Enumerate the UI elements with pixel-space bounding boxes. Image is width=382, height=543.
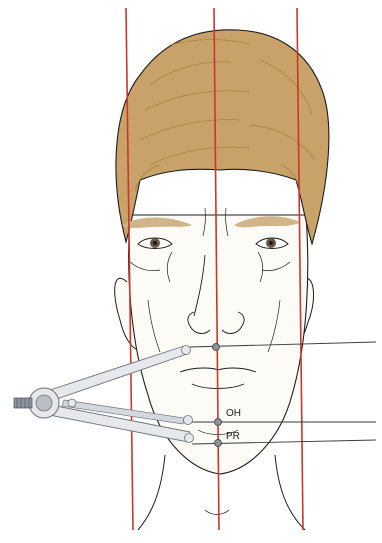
pr-label: PR (226, 432, 240, 442)
oh-label: OH (226, 409, 241, 419)
nose-point (213, 344, 220, 351)
neck-left (138, 455, 165, 530)
neck-right (275, 455, 305, 530)
adams-apple (205, 510, 229, 515)
pr-point (215, 440, 222, 447)
oh-point (215, 419, 222, 426)
